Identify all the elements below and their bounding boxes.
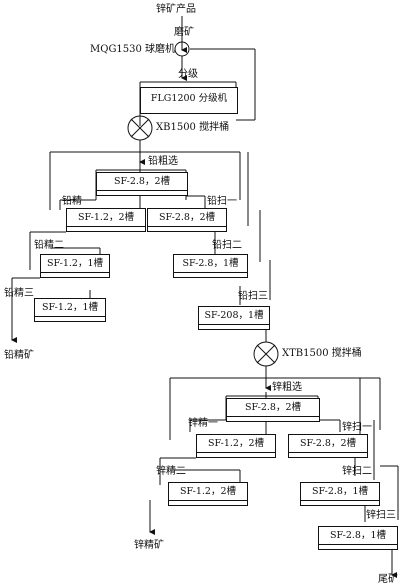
pb-cleaner3-label: 铅精三 — [4, 288, 34, 299]
zn-rougher-box: SF-2.8，2槽 — [226, 398, 320, 422]
pb-scav3-cell: SF-208，1槽 — [204, 310, 264, 321]
pb-scav2-box: SF-2.8，1槽 — [173, 254, 248, 278]
agitator-zn-label: XTB1500 搅拌桶 — [282, 348, 362, 359]
zn-scav3-label: 锌扫三 — [366, 510, 396, 521]
pb-cleaner3-box: SF-1.2，1槽 — [34, 298, 106, 322]
zn-rougher-cell: SF-2.8，2槽 — [244, 402, 302, 413]
zn-cleaner1-cell: SF-1.2，2槽 — [207, 438, 265, 449]
zn-scav1-box: SF-2.8，2槽 — [288, 434, 368, 458]
zn-scav1-label: 锌扫一 — [342, 422, 372, 433]
pb-scav3-label: 铅扫三 — [238, 291, 268, 302]
zn-cleaner2-label: 锌精二 — [156, 466, 186, 477]
zn-rougher-label: 锌粗选 — [272, 382, 302, 393]
pb-cleaner2-label: 铅精二 — [34, 240, 64, 251]
pb-scav2-label: 铅扫二 — [212, 240, 242, 251]
pb-scav2-cell: SF-2.8，1槽 — [182, 258, 239, 269]
pb-cleaner3-cell: SF-1.2，1槽 — [41, 302, 99, 313]
pb-rougher-box: SF-2.8，2槽 — [96, 172, 188, 196]
zn-cleaner2-box: SF-1.2，2槽 — [168, 482, 248, 506]
pb-cleaner2-box: SF-1.2，1槽 — [40, 254, 110, 278]
pb-scav1-label: 铅扫一 — [207, 196, 237, 207]
tailings-label: 尾矿 — [378, 574, 398, 585]
pb-cleaner1-label: 铅精一 — [62, 196, 92, 207]
classification-label: 分级 — [178, 69, 198, 80]
pb-scav1-box: SF-2.8，2槽 — [147, 208, 227, 232]
zn-cleaner2-cell: SF-1.2，2槽 — [179, 486, 237, 497]
agitator-pb-label: XB1500 搅拌桶 — [156, 122, 230, 133]
zn-concentrate-label: 锌精矿 — [134, 540, 164, 551]
pb-cleaner1-cell: SF-1.2，2槽 — [77, 212, 135, 223]
zn-cleaner1-label: 锌精一 — [188, 418, 218, 429]
pb-cleaner2-cell: SF-1.2，1槽 — [46, 258, 104, 269]
zn-scav3-cell: SF-2.8，1槽 — [329, 530, 387, 541]
feed-label: 锌矿产品 — [156, 4, 196, 15]
pb-cleaner1-box: SF-1.2，2槽 — [66, 208, 146, 232]
zn-scav1-cell: SF-2.8，2槽 — [299, 438, 357, 449]
classifier-label: FLG1200 分级机 — [150, 93, 228, 104]
zn-scav2-cell: SF-2.8，1槽 — [311, 486, 369, 497]
zn-scav2-box: SF-2.8，1槽 — [300, 482, 380, 506]
pb-concentrate-label: 铅精矿 — [4, 350, 34, 361]
pb-scav1-cell: SF-2.8，2槽 — [158, 212, 216, 223]
grinding-label: 磨矿 — [174, 27, 194, 38]
pb-rougher-label: 铅粗选 — [148, 156, 178, 167]
pb-scav3-box: SF-208，1槽 — [198, 306, 270, 330]
zn-scav2-label: 锌扫二 — [342, 466, 372, 477]
zn-scav3-box: SF-2.8，1槽 — [318, 526, 398, 550]
pb-rougher-cell: SF-2.8，2槽 — [113, 176, 171, 187]
zn-cleaner1-box: SF-1.2，2槽 — [196, 434, 276, 458]
classifier-box: FLG1200 分级机 — [140, 87, 238, 114]
mill-label: MQG1530 球磨机 — [90, 44, 176, 55]
